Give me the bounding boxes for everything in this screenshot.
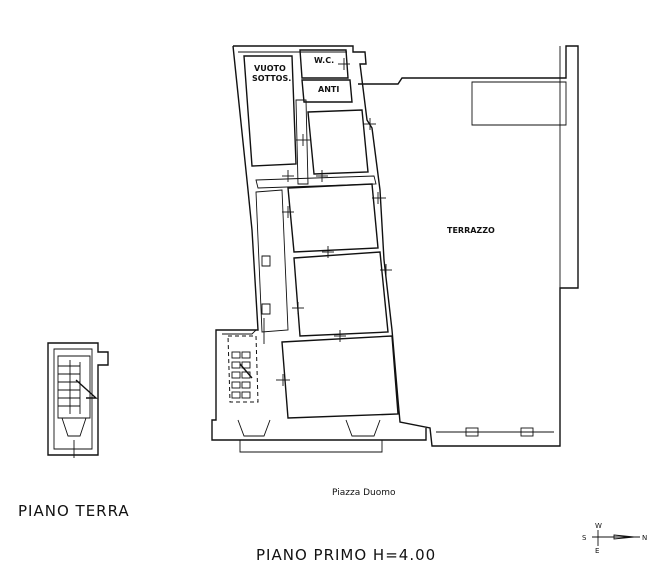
label-wc: W.C. [314, 56, 334, 65]
first-floor-plan [211, 45, 579, 453]
ground-staircase [58, 360, 98, 414]
label-vuoto-line2: SOTTOS. [252, 74, 291, 83]
label-vuoto-line1: VUOTO [254, 64, 286, 73]
label-anti: ANTI [318, 85, 339, 94]
label-first-floor: PIANO PRIMO H=4.00 [256, 546, 436, 564]
label-street: Piazza Duomo [332, 488, 396, 498]
ground-floor-plan [47, 342, 109, 458]
label-ground-floor: PIANO TERRA [18, 502, 130, 520]
compass-icon: W S E N [582, 522, 647, 555]
compass-e: E [595, 547, 599, 555]
door-marks [263, 58, 392, 386]
compass-w: W [595, 522, 602, 530]
label-terrazzo: TERRAZZO [447, 226, 495, 235]
compass-s: S [582, 534, 587, 542]
compass-n: N [642, 534, 647, 542]
first-floor-staircase [231, 351, 253, 399]
